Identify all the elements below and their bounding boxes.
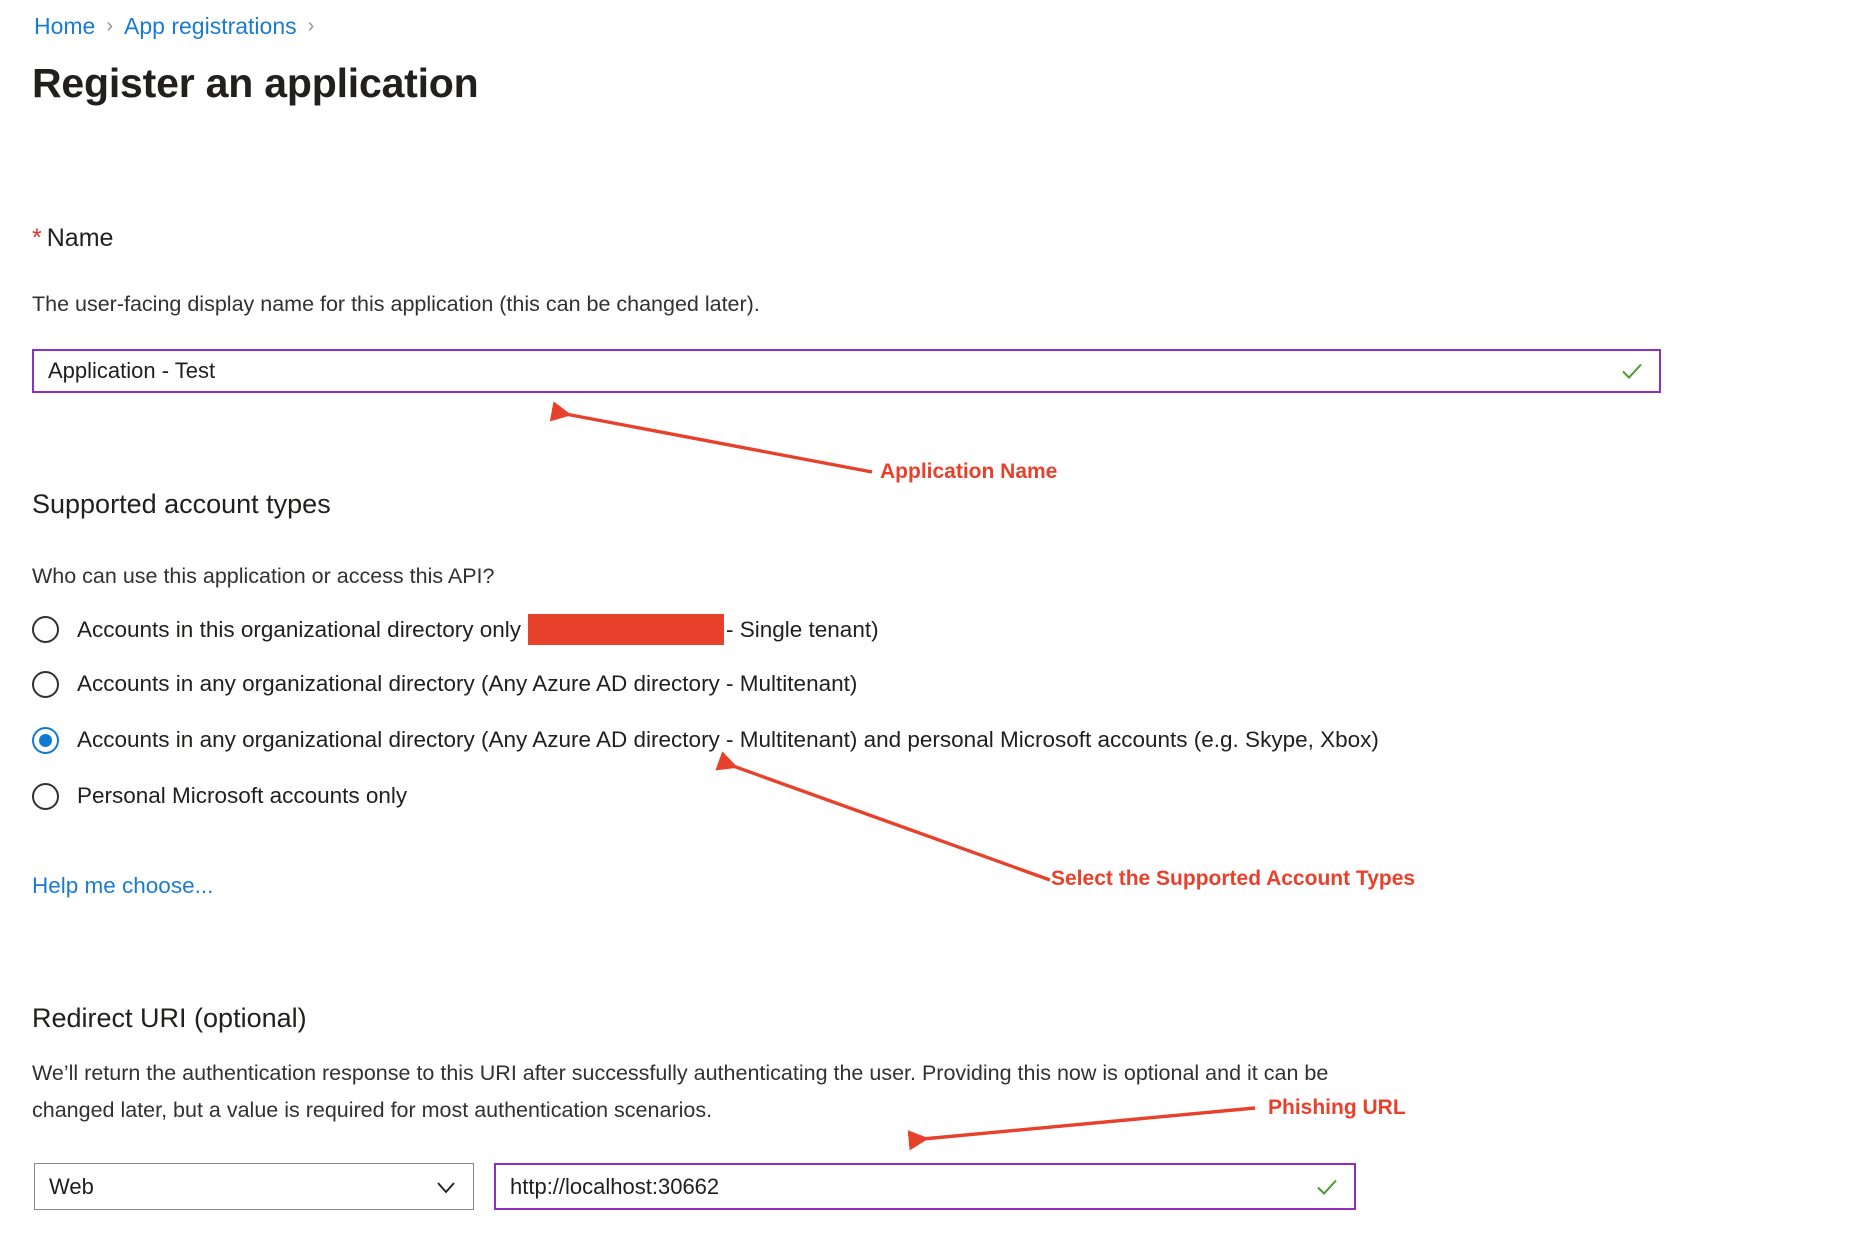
application-name-input[interactable]: Application - Test [32, 349, 1661, 393]
breadcrumb-chevron-icon: › [106, 15, 114, 37]
redirect-uri-description-line1: We’ll return the authentication response… [32, 1061, 1329, 1085]
radio-label-text-after: - Single tenant) [725, 616, 879, 642]
annotation-label-application-name: Application Name [880, 460, 1058, 483]
name-field-description: The user-facing display name for this ap… [32, 292, 760, 316]
radio-option-label: Accounts in any organizational directory… [77, 671, 858, 696]
radio-option-label: Personal Microsoft accounts only [77, 783, 408, 808]
annotation-label-phishing-url: Phishing URL [1268, 1096, 1406, 1119]
radio-icon [32, 782, 59, 810]
annotation-label-account-types: Select the Supported Account Types [1051, 867, 1416, 890]
supported-account-types-heading: Supported account types [32, 489, 331, 519]
redaction-block [527, 614, 724, 645]
name-field-label: *Name [32, 222, 113, 254]
annotation-arrow-application-name [549, 401, 873, 474]
redirect-uri-heading: Redirect URI (optional) [32, 1003, 307, 1033]
page-title: Register an application [32, 60, 479, 106]
check-icon [1317, 1179, 1337, 1195]
breadcrumb: Home › App registrations › [34, 11, 325, 41]
radio-option-personal-only[interactable]: Personal Microsoft accounts only [32, 782, 407, 810]
radio-option-single-tenant[interactable]: Accounts in this organizational director… [32, 614, 879, 645]
required-asterisk: * [32, 224, 42, 252]
breadcrumb-item-home[interactable]: Home [34, 13, 96, 39]
radio-option-multitenant[interactable]: Accounts in any organizational directory… [32, 670, 857, 698]
redirect-uri-value: http://localhost:30662 [510, 1173, 720, 1199]
redirect-uri-description-line2: changed later, but a value is required f… [32, 1098, 713, 1122]
name-label-text: Name [46, 224, 114, 252]
chevron-down-icon [437, 1181, 455, 1193]
radio-icon [32, 670, 59, 698]
annotation-arrow-phishing-url [907, 1106, 1256, 1151]
annotation-arrow-account-types [715, 751, 1051, 882]
help-me-choose-link[interactable]: Help me choose... [32, 873, 214, 898]
check-icon [1622, 363, 1642, 379]
supported-account-types-question: Who can use this application or access t… [32, 564, 495, 588]
radio-option-multitenant-and-personal[interactable]: Accounts in any organizational directory… [32, 726, 1379, 754]
radio-icon [32, 616, 59, 643]
redirect-uri-platform-dropdown[interactable]: Web [34, 1163, 474, 1210]
redirect-uri-input[interactable]: http://localhost:30662 [494, 1163, 1356, 1210]
breadcrumb-chevron-icon: › [307, 15, 315, 37]
application-name-value: Application - Test [48, 358, 216, 383]
breadcrumb-item-app-registrations[interactable]: App registrations [124, 13, 297, 39]
radio-option-label: Accounts in any organizational directory… [77, 727, 1379, 752]
redirect-uri-platform-value: Web [49, 1173, 94, 1199]
radio-label-text-before: Accounts in this organizational director… [77, 616, 521, 642]
radio-option-label: Accounts in this organizational director… [77, 614, 879, 645]
radio-icon-selected [32, 726, 59, 754]
